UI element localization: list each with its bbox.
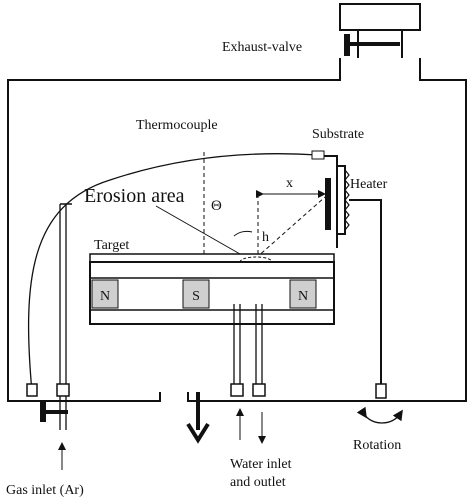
pipe-fitting-left [230,383,244,397]
chamber-wall [7,58,467,402]
gas-fitting [56,383,70,397]
thermocouple-label: Thermocouple [136,118,218,133]
substrate-label: Substrate [312,127,364,142]
gas-valve-icon [40,402,68,422]
thermocouple-tip [311,150,325,160]
heater-block [336,165,346,235]
magnet-center [182,279,210,309]
x-label: x [286,176,293,191]
theta-arc [233,230,253,237]
water-label-line1: Water inlet [230,457,292,472]
water-pipes [233,304,263,394]
pump-down-arrow-icon [186,392,210,444]
magnet-left [91,279,119,309]
erosion-area-label: Erosion area [84,185,185,207]
gas-inlet-label: Gas inlet (Ar) [6,483,84,498]
water-label-line2: and outlet [230,475,286,490]
theta-symbol: Θ [211,198,222,214]
exhaust-port [339,3,421,31]
substrate [325,178,331,230]
h-label: h [262,230,269,245]
pipe-fitting-right [252,383,266,397]
thermocouple-fitting [26,383,38,397]
rotation-label: Rotation [353,438,401,453]
magnet-center-label: S [192,289,200,304]
exhaust-valve-label: Exhaust-valve [222,40,302,55]
erosion-pointer-line [155,205,241,255]
magnet-right-label: N [298,289,308,304]
heater-label: Heater [350,177,388,192]
target-plate [89,253,335,263]
target-label: Target [94,238,129,253]
exhaust-valve-icon [344,34,400,56]
magnet-left-label: N [100,289,110,304]
heater-lead [349,199,382,392]
rotation-feedthrough [375,383,387,399]
rotation-arrow-icon [356,406,403,424]
magnet-right [289,279,317,309]
heater-coil [344,169,350,231]
thermocouple-wire [27,153,319,393]
emission-line [255,196,326,259]
